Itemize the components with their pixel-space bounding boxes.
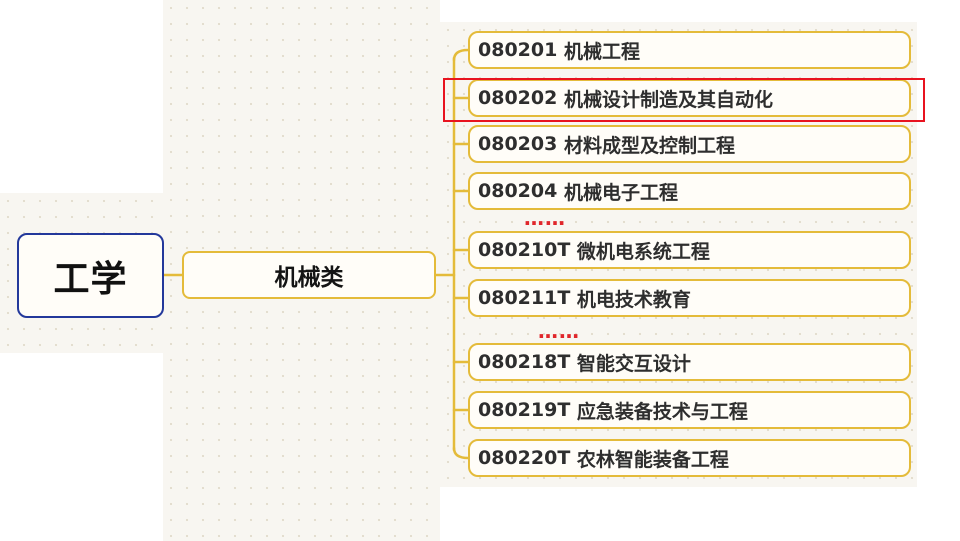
major-node-080204: 080204 机械电子工程 <box>468 172 911 210</box>
major-code: 080204 <box>478 180 558 202</box>
ellipsis-marker-2: …… <box>538 319 580 343</box>
major-name: 农林智能装备工程 <box>576 448 729 471</box>
major-node-080201: 080201 机械工程 <box>468 31 911 69</box>
major-name: 机械电子工程 <box>563 181 678 204</box>
root-node-engineering: 工学 <box>17 233 164 318</box>
major-node-080219T: 080219T 应急装备技术与工程 <box>468 391 911 429</box>
highlight-box-080202 <box>443 78 925 122</box>
major-code: 080219T <box>478 399 571 421</box>
major-name: 智能交互设计 <box>576 352 691 375</box>
major-node-080220T: 080220T 农林智能装备工程 <box>468 439 911 477</box>
major-name: 机电技术教育 <box>576 288 691 311</box>
major-node-080218T: 080218T 智能交互设计 <box>468 343 911 381</box>
major-code: 080201 <box>478 39 558 61</box>
category-label: 机械类 <box>274 265 344 291</box>
major-node-080210T: 080210T 微机电系统工程 <box>468 231 911 269</box>
major-name: 机械工程 <box>563 40 640 63</box>
major-code: 080218T <box>478 351 571 373</box>
connector-leaf-1 <box>452 48 470 62</box>
major-node-080211T: 080211T 机电技术教育 <box>468 279 911 317</box>
major-name: 微机电系统工程 <box>576 240 710 263</box>
category-node-mechanical: 机械类 <box>182 251 436 299</box>
ellipsis-marker-1: …… <box>524 206 566 230</box>
major-code: 080211T <box>478 287 571 309</box>
connector-leaf-9 <box>452 446 470 460</box>
root-label: 工学 <box>53 258 128 300</box>
major-code: 080203 <box>478 133 558 155</box>
major-name: 机械设计制造及其自动化 <box>563 88 773 111</box>
major-code: 080202 <box>478 87 558 109</box>
major-code: 080210T <box>478 239 571 261</box>
major-name: 材料成型及控制工程 <box>563 134 735 157</box>
major-name: 应急装备技术与工程 <box>576 400 748 423</box>
major-code: 080220T <box>478 447 571 469</box>
major-node-080203: 080203 材料成型及控制工程 <box>468 125 911 163</box>
major-node-080202: 080202 机械设计制造及其自动化 <box>468 79 911 117</box>
